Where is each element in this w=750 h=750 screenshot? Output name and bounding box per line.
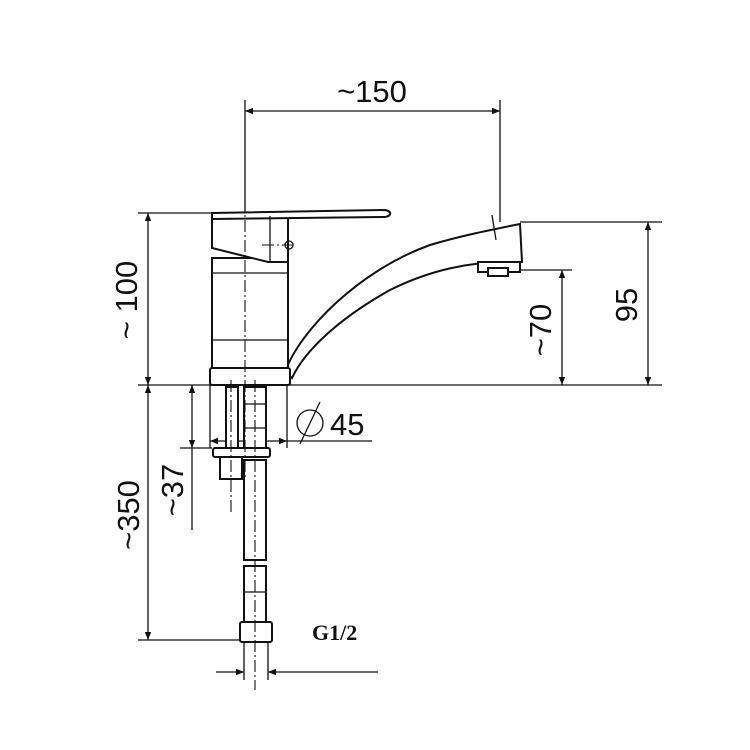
faucet-body — [209, 208, 524, 386]
spout-reach-label: ~150 — [337, 74, 407, 109]
diameter-symbol-icon — [296, 401, 324, 445]
base-diameter-label: 45 — [330, 407, 364, 442]
hose-length-label: ~350 — [111, 480, 146, 550]
stud-length-label: ~37 — [155, 464, 190, 517]
extension-lines — [138, 100, 662, 680]
dimension-lines — [144, 107, 652, 676]
total-height-label: ~ 100 — [109, 261, 144, 339]
spout-height-label: 95 — [609, 288, 644, 322]
connection-thread-label: G1/2 — [312, 620, 357, 645]
outlet-height-label: ~70 — [523, 304, 558, 357]
mounting-hardware — [212, 200, 273, 690]
